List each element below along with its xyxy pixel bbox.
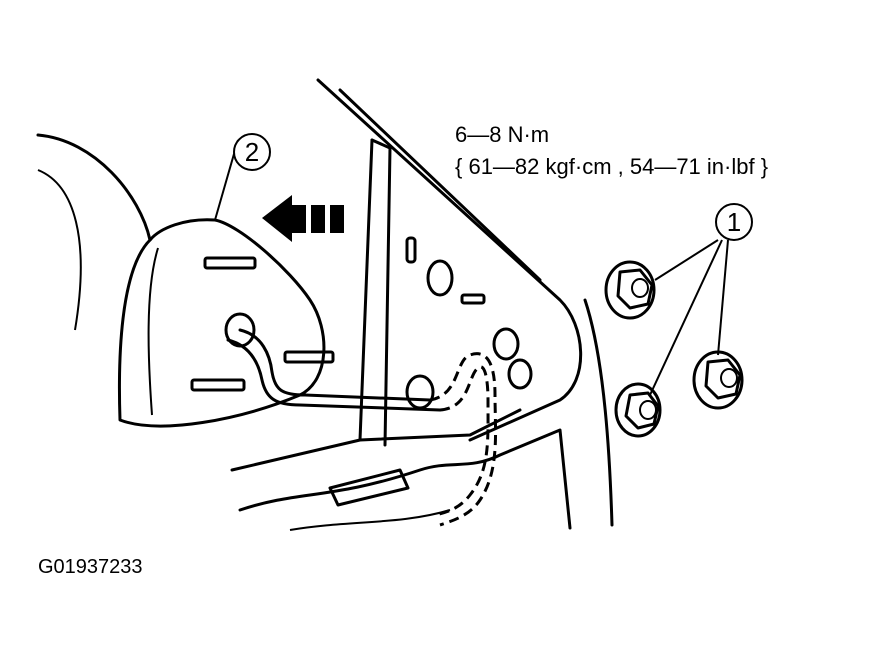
callout-mirror: 2	[233, 133, 271, 171]
mirror-assembly	[117, 139, 335, 428]
torque-spec-converted: { 61—82 kgf·cm , 54—71 in·lbf }	[455, 154, 769, 179]
door-frame	[230, 78, 614, 531]
flange-nut-middle	[614, 382, 662, 438]
flange-nut-right	[692, 350, 744, 410]
torque-spec-metric: 6—8 N·m	[455, 122, 550, 147]
callout-1-leaders	[649, 239, 729, 396]
mirror-studs	[190, 256, 335, 392]
panel-holes	[405, 236, 533, 410]
figure-id: G01937233	[38, 556, 143, 578]
removal-arrow	[262, 195, 344, 242]
door-outline	[36, 133, 152, 331]
wire-harness	[226, 328, 498, 527]
callout-nuts: 1	[715, 203, 753, 241]
flange-nut-top	[604, 260, 656, 320]
